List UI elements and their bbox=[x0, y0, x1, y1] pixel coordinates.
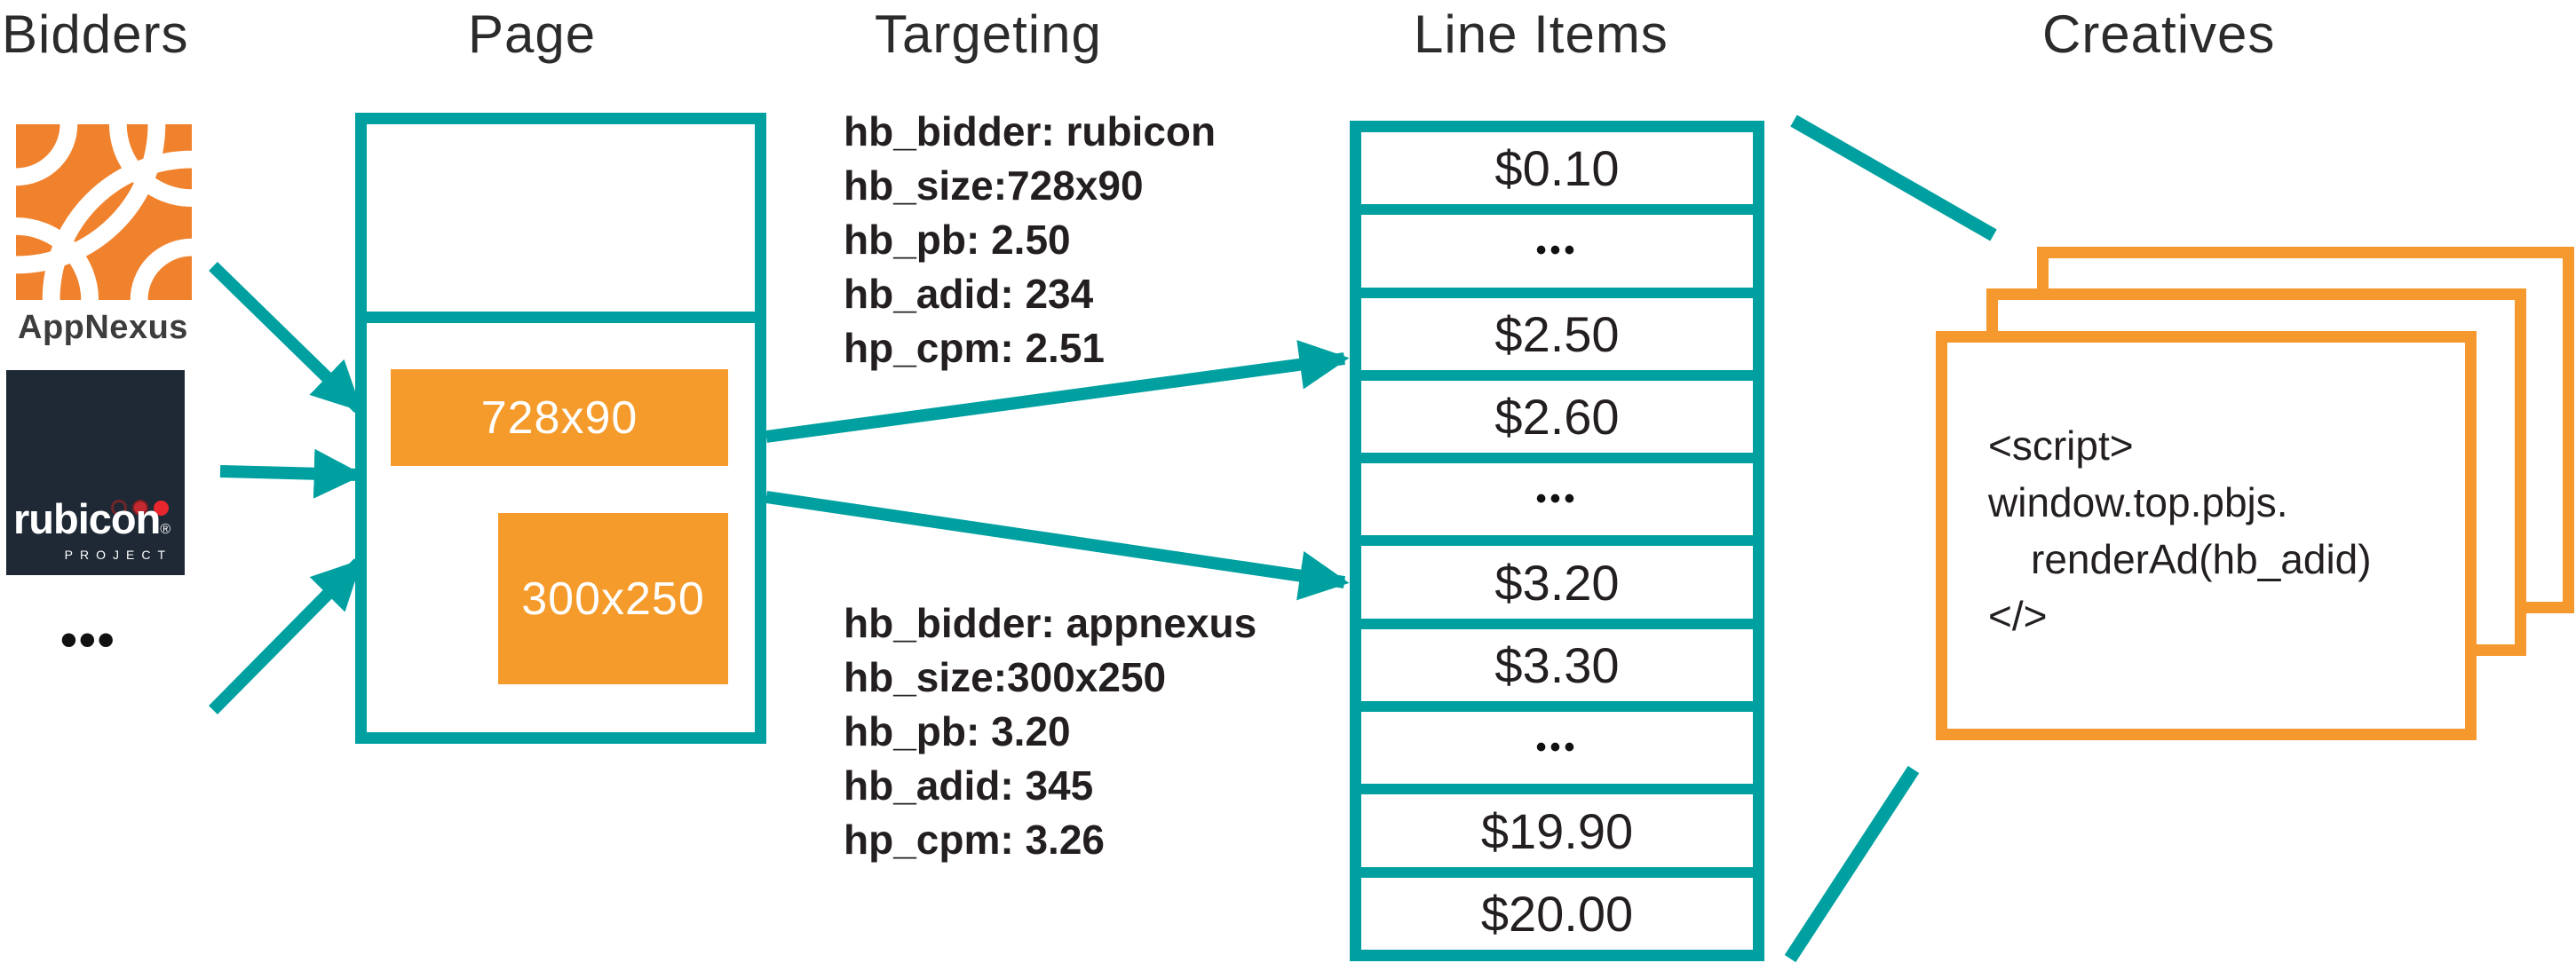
targeting-line: hb_adid: 345 bbox=[844, 762, 1094, 809]
page-column-title: Page bbox=[468, 4, 597, 64]
ad-slot-728x90: 728x90 bbox=[391, 369, 728, 466]
targeting-line: hb_pb: 3.20 bbox=[844, 708, 1071, 754]
targeting-line: hp_cpm: 3.26 bbox=[844, 817, 1105, 863]
line-item-row: $19.90 bbox=[1361, 794, 1753, 878]
ad-slot-300x250-label: 300x250 bbox=[521, 572, 705, 625]
rubicon-dots-icon bbox=[111, 500, 169, 516]
line-item-row: $2.60 bbox=[1361, 380, 1753, 464]
line-items-column-title: Line Items bbox=[1414, 4, 1668, 64]
creatives-column-title: Creatives bbox=[2042, 4, 2276, 64]
more-bidders-ellipsis: ••• bbox=[60, 613, 116, 667]
appnexus-logo-icon bbox=[16, 124, 192, 300]
page-header-divider bbox=[367, 312, 755, 323]
line-item-row: $20.00 bbox=[1361, 877, 1753, 950]
line-item-row-ellipsis: ••• bbox=[1361, 463, 1753, 547]
targeting-block-appnexus: hb_bidder: appnexus hb_size:300x250 hb_p… bbox=[844, 596, 1256, 867]
rubicon-wordmark: rubicon® bbox=[13, 495, 170, 542]
targeting-line: hb_pb: 2.50 bbox=[844, 217, 1071, 263]
line-lineitems-top-to-creatives bbox=[1790, 114, 1997, 241]
page-box: 728x90 300x250 bbox=[355, 113, 766, 744]
ad-slot-728x90-label: 728x90 bbox=[480, 391, 638, 444]
rubicon-project-label: PROJECT bbox=[64, 548, 172, 562]
script-line: window.top.pbjs. bbox=[1988, 479, 2288, 525]
line-item-row-ellipsis: ••• bbox=[1361, 712, 1753, 795]
bidders-column-title: Bidders bbox=[2, 4, 189, 64]
arrow-rubicon-to-page bbox=[219, 448, 364, 499]
arrow-morebidders-to-page bbox=[209, 558, 363, 714]
targeting-line: hp_cpm: 2.51 bbox=[844, 325, 1105, 371]
line-items-table: $0.10 ••• $2.50 $2.60 ••• $3.20 $3.30 ••… bbox=[1350, 121, 1764, 961]
script-line: <script> bbox=[1988, 422, 2134, 469]
arrow-page-to-lineitem-320 bbox=[765, 491, 1350, 601]
targeting-line: hb_bidder: appnexus bbox=[844, 600, 1257, 646]
targeting-line: hb_bidder: rubicon bbox=[844, 108, 1217, 154]
line-item-row-ellipsis: ••• bbox=[1361, 215, 1753, 298]
line-item-row: $3.20 bbox=[1361, 546, 1753, 629]
line-item-row: $0.10 bbox=[1361, 132, 1753, 216]
targeting-column-title: Targeting bbox=[875, 4, 1102, 64]
script-line: renderAd(hb_adid) bbox=[2031, 536, 2372, 582]
line-item-row: $2.50 bbox=[1361, 297, 1753, 381]
targeting-line: hb_size:300x250 bbox=[844, 654, 1167, 700]
creative-script-snippet: <script> window.top.pbjs. renderAd(hb_ad… bbox=[1988, 417, 2372, 644]
line-lineitems-bottom-to-creatives bbox=[1784, 765, 1920, 963]
line-item-row: $3.30 bbox=[1361, 628, 1753, 713]
rubicon-logo: rubicon® PROJECT bbox=[6, 370, 185, 575]
ad-slot-300x250: 300x250 bbox=[498, 513, 728, 684]
targeting-line: hb_size:728x90 bbox=[844, 162, 1144, 209]
arrow-appnexus-to-page bbox=[209, 261, 363, 414]
targeting-line: hb_adid: 234 bbox=[844, 271, 1094, 317]
appnexus-label: AppNexus bbox=[18, 309, 188, 346]
creative-card-front: <script> window.top.pbjs. renderAd(hb_ad… bbox=[1936, 331, 2477, 740]
script-line: </> bbox=[1988, 593, 2048, 639]
targeting-block-rubicon: hb_bidder: rubicon hb_size:728x90 hb_pb:… bbox=[844, 105, 1216, 375]
registered-mark: ® bbox=[160, 522, 170, 537]
